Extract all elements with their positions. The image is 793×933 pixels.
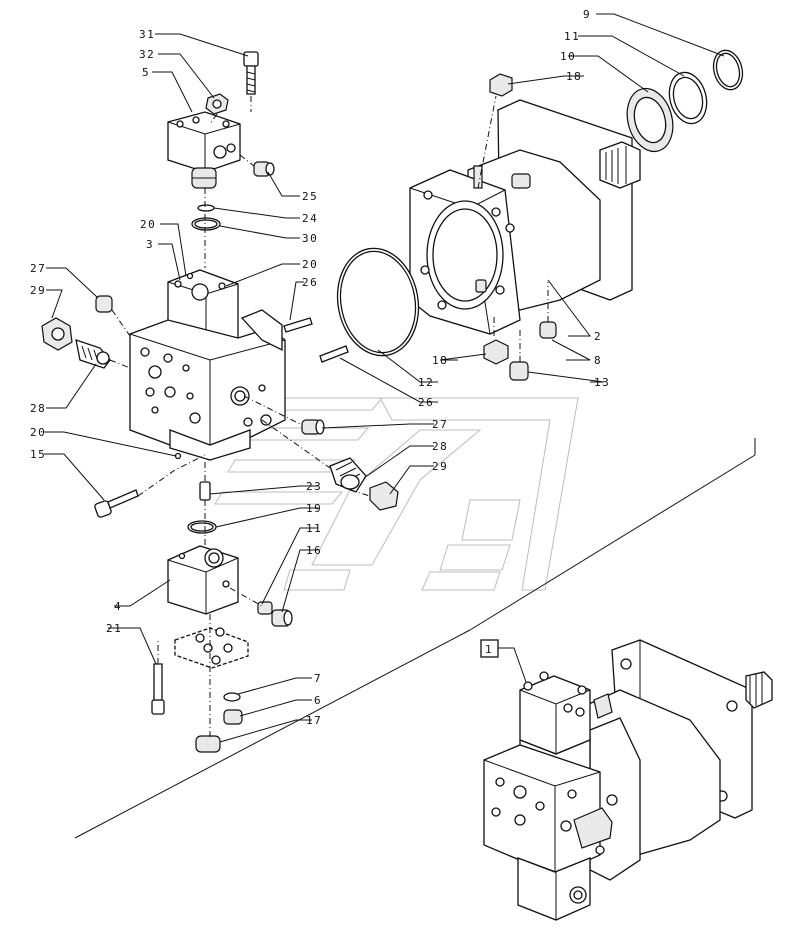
- nut-18-bottom: [483, 339, 509, 365]
- callout-12: 12: [418, 376, 434, 389]
- callout-10: 10: [560, 50, 576, 63]
- plug-8: [539, 321, 557, 339]
- callout-20-c: 20: [30, 426, 46, 439]
- callout-labels: 31 32 5 25 24 30 20 3 20 26 27 29 28 20 …: [30, 8, 610, 727]
- callout-28-b: 28: [432, 440, 448, 453]
- callout-7: 7: [314, 672, 322, 685]
- callout-29-b: 29: [432, 460, 448, 473]
- callout-26-b: 26: [418, 396, 434, 409]
- leader-lines: [44, 13, 725, 743]
- plug-6: [223, 709, 243, 725]
- callout-17: 17: [306, 714, 322, 727]
- callout-16: 16: [306, 544, 322, 557]
- valve-block-4: [167, 545, 239, 615]
- callout-19: 19: [306, 502, 322, 515]
- o-ring-19: [187, 520, 217, 534]
- callout-11-a: 11: [564, 30, 580, 43]
- callout-2: 2: [594, 330, 602, 343]
- divider-line: [74, 438, 756, 839]
- seal-10: [626, 87, 674, 153]
- gasket-plate: [174, 627, 249, 669]
- plug-11-lower: [257, 601, 273, 615]
- plug-17: [195, 735, 221, 753]
- callout-4: 4: [114, 600, 122, 613]
- callout-13: 13: [594, 376, 610, 389]
- motor-housing-2: [409, 99, 641, 335]
- callout-26-a: 26: [302, 276, 318, 289]
- assembled-motor: [483, 639, 773, 921]
- plug-13: [509, 361, 529, 381]
- callout-25: 25: [302, 190, 318, 203]
- callout-1: 1: [485, 643, 493, 656]
- plug-27-right: [301, 419, 325, 435]
- fitting-28-right: [329, 457, 367, 493]
- callout-18-a: 18: [566, 70, 582, 83]
- bolt-15: [94, 489, 139, 518]
- fitting-29-left: [41, 317, 73, 351]
- callout-15: 15: [30, 448, 46, 461]
- callout-27-b: 27: [432, 418, 448, 431]
- callout-21: 21: [106, 622, 122, 635]
- o-ring-12: [336, 247, 420, 357]
- callout-8: 8: [594, 354, 602, 367]
- nut-32: [205, 93, 229, 115]
- valve-block-5: [167, 111, 241, 189]
- callout-20-b: 20: [302, 258, 318, 271]
- ring-11-top: [668, 71, 708, 125]
- bolt-21: [151, 663, 165, 715]
- callout-18-b: 18: [432, 354, 448, 367]
- nut-18-top: [489, 73, 513, 97]
- bolt-31: [243, 51, 259, 95]
- callout-32: 32: [139, 48, 155, 61]
- callout-3: 3: [146, 238, 154, 251]
- callout-9: 9: [583, 8, 591, 21]
- callout-27-a: 27: [30, 262, 46, 275]
- valve-body-3: [129, 269, 286, 461]
- callout-24: 24: [302, 212, 318, 225]
- callout-5: 5: [142, 66, 150, 79]
- fitting-28-left: [75, 339, 111, 369]
- callout-11-b: 11: [306, 522, 322, 535]
- bolt-23: [199, 481, 211, 501]
- pin-26-left: [283, 317, 313, 333]
- callout-6: 6: [314, 694, 322, 707]
- callout-23: 23: [306, 480, 322, 493]
- o-ring-24: [197, 204, 215, 212]
- callout-30: 30: [302, 232, 318, 245]
- plug-25: [253, 161, 275, 177]
- plug-16: [271, 609, 293, 627]
- o-ring-7: [223, 692, 241, 702]
- callout-28-a: 28: [30, 402, 46, 415]
- o-ring-30: [191, 217, 221, 231]
- pin-26-right: [319, 345, 349, 363]
- center-lines: [109, 95, 549, 740]
- ball-20: [174, 452, 182, 460]
- callout-31: 31: [139, 28, 155, 41]
- retaining-ring-9: [712, 49, 744, 91]
- callout-20-a: 20: [140, 218, 156, 231]
- callout-29-a: 29: [30, 284, 46, 297]
- plug-27-left: [95, 295, 113, 313]
- fitting-29-right: [369, 481, 399, 511]
